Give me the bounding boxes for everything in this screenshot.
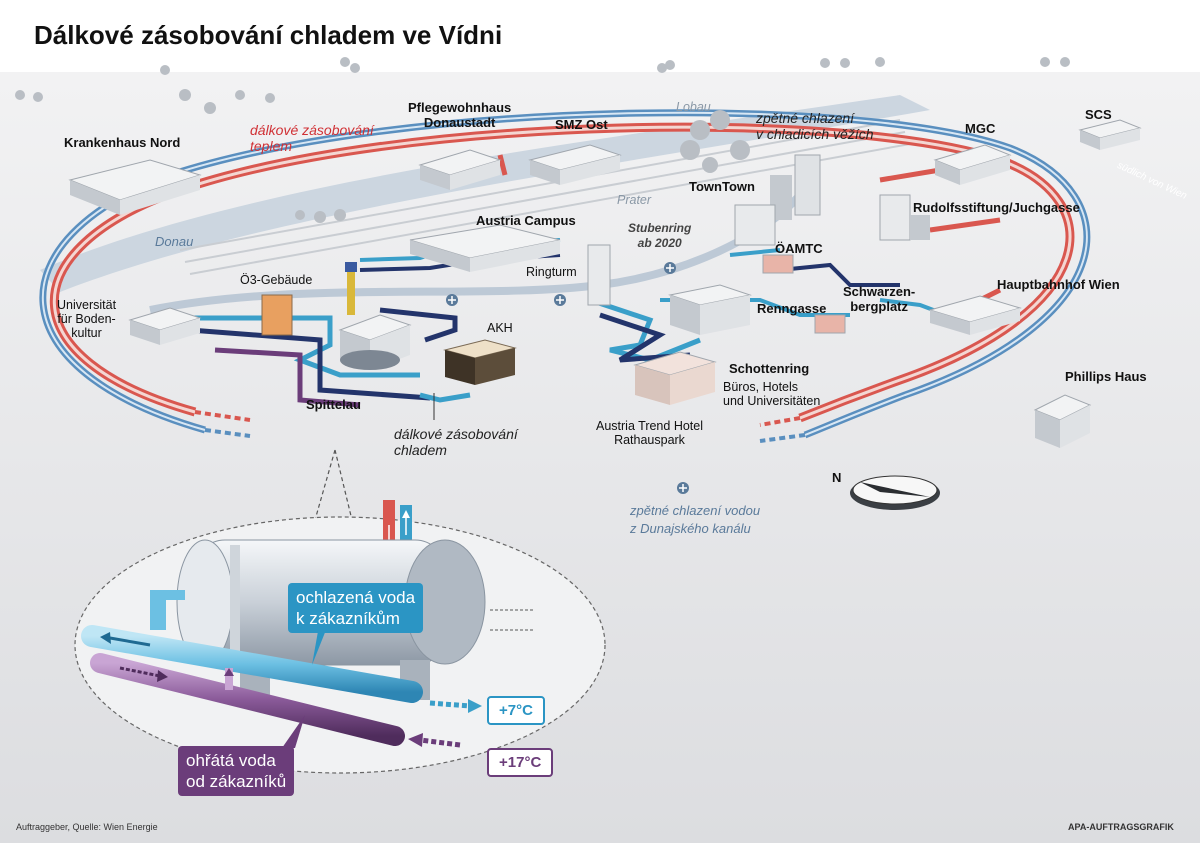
- callout-cooled-water: ochlazená voda k zákazníkům: [288, 583, 424, 633]
- label-cooling-towers: zpětné chlazení v chladicích věžích: [756, 110, 874, 142]
- label-austria-campus: Austria Campus: [476, 213, 576, 228]
- snowflake-icon: [448, 264, 687, 492]
- label-scs: SCS: [1085, 107, 1112, 122]
- label-oamtc: ÖAMTC: [775, 241, 823, 256]
- label-schwarzenbergplatz: Schwarzen- bergplatz: [843, 284, 916, 314]
- building-schwarzenbergplatz: [814, 314, 846, 334]
- label-phillips: Phillips Haus: [1065, 369, 1147, 384]
- footer-credit: APA-AUFTRAGSGRAFIK: [1068, 822, 1174, 832]
- callout-pointer-warmed: [282, 715, 305, 748]
- building-austria-campus: [409, 224, 561, 272]
- label-stubenring: Stubenring ab 2020: [628, 221, 692, 250]
- temp-warm-badge: +17°C: [487, 748, 554, 777]
- callout-warmed-water: ohřátá voda od zákazníků: [178, 746, 295, 796]
- label-towntown: TownTown: [689, 179, 755, 194]
- label-o3-gebaeude: Ö3-Gebäude: [240, 273, 313, 287]
- label-mgc: MGC: [965, 121, 996, 136]
- building-akh: [443, 339, 517, 385]
- temp-cold-badge: +7°C: [487, 696, 545, 725]
- trees: [15, 57, 1070, 223]
- label-smz-ost: SMZ Ost: [555, 117, 608, 132]
- label-renngasse: Renngasse: [757, 301, 827, 316]
- building-towntown: [734, 154, 821, 246]
- label-lobau: Lobau: [676, 100, 711, 114]
- label-akh: AKH: [487, 321, 513, 335]
- heat-exchanger: [81, 500, 535, 748]
- label-hauptbahnhof: Hauptbahnhof Wien: [997, 277, 1120, 292]
- label-donau: Donau: [155, 234, 194, 249]
- danube-river: [40, 95, 930, 292]
- building-smz-ost: [528, 144, 622, 185]
- building-renngasse: [668, 284, 752, 335]
- label-district-heating: dálkové zásobování teplem: [250, 122, 374, 154]
- building-phillips: [1033, 394, 1092, 448]
- building-o3: [261, 262, 357, 336]
- railway-lines: [179, 119, 911, 275]
- compass-icon: [850, 475, 940, 510]
- building-pflegewohnhaus: [418, 149, 502, 190]
- footer-source: Auftraggeber, Quelle: Wien Energie: [16, 822, 158, 832]
- label-universitaet: Universität für Boden- kultur: [57, 298, 117, 340]
- building-scs: [1078, 119, 1142, 150]
- building-krankenhaus-nord: [68, 159, 202, 215]
- title-band: [0, 0, 1200, 72]
- building-spittelau: [338, 314, 412, 370]
- label-pflegewohnhaus: Pflegewohnhaus Donaustadt: [408, 100, 512, 130]
- label-krankenhaus-nord: Krankenhaus Nord: [64, 135, 181, 150]
- page-title: Dálkové zásobování chladem ve Vídni: [34, 20, 503, 50]
- buildings: [68, 119, 1142, 448]
- building-rudolfsstiftung: [879, 194, 930, 241]
- building-hauptbahnhof: [928, 295, 1022, 335]
- label-spittelau: Spittelau: [306, 397, 361, 412]
- building-austria-trend: [633, 351, 717, 405]
- heating-ring: [39, 109, 1091, 439]
- label-rudolfsstiftung: Rudolfsstiftung/Juchgasse: [913, 200, 1080, 215]
- label-austria-trend: Austria Trend Hotel Rathauspark: [596, 419, 703, 447]
- label-district-cooling: dálkové zásobování chladem: [394, 426, 518, 458]
- label-bueros: Büros, Hotels und Universitäten: [723, 380, 821, 408]
- building-universitaet: [128, 307, 202, 345]
- compass-north-label: N: [832, 470, 842, 485]
- label-ringturm: Ringturm: [526, 265, 577, 279]
- label-river-cooling: zpětné chlazení vodou z Dunajského kanál…: [630, 503, 761, 536]
- building-mgc: [933, 144, 1012, 185]
- heating-ring-dashed-ends: [194, 410, 806, 443]
- label-schottenring: Schottenring: [729, 361, 810, 376]
- building-ringturm: [587, 244, 611, 306]
- building-oamtc: [762, 254, 794, 274]
- label-prater: Prater: [617, 193, 652, 207]
